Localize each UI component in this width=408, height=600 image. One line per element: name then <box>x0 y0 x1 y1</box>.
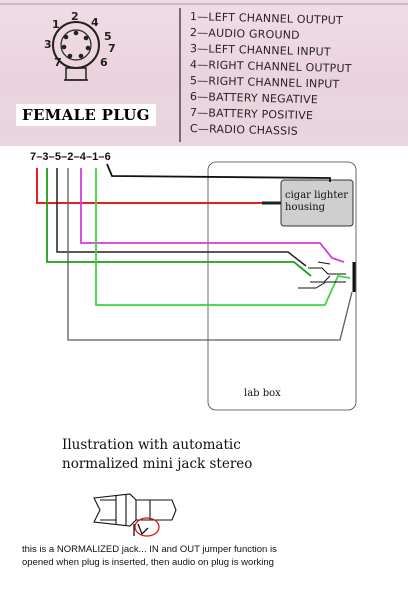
pin-number: 5 <box>104 30 112 43</box>
wire-pin5 <box>56 168 307 267</box>
pin-sequence-label: 7–3–5–2–4–1–6 <box>30 151 111 163</box>
housing-label: cigar lighter housing <box>285 190 349 213</box>
wire-pin1 <box>95 168 351 306</box>
pin-number: 6 <box>100 56 108 69</box>
title-line: Ilustration with automatic <box>62 437 241 453</box>
pin-number: 4 <box>91 16 99 29</box>
wire-pin7 <box>36 168 270 204</box>
lab-box-label: lab box <box>244 388 281 399</box>
mini-jack-illustration <box>93 493 177 537</box>
pin-number: 3 <box>44 38 52 51</box>
wire-pin3 <box>46 168 312 277</box>
title-line: normalized mini jack stereo <box>62 456 253 472</box>
note-line: opened when plug is inserted, then audio… <box>22 557 274 568</box>
connector-drawing <box>0 3 408 142</box>
normalized-jack-note: this is a NORMALIZED jack... IN and OUT … <box>22 543 398 569</box>
pin-number: 2 <box>71 10 79 23</box>
illustration-title: Ilustration with automatic normalized mi… <box>62 436 362 474</box>
wire-pin4 <box>67 168 353 341</box>
normalized-contact-marker <box>134 517 160 537</box>
pin-number: 7 <box>54 56 62 69</box>
note-line: this is a NORMALIZED jack... IN and OUT … <box>22 544 277 555</box>
wire-pin6 <box>106 163 331 182</box>
lab-box <box>207 161 357 411</box>
legend-panel: 2 1 3 7 6 4 5 7 FEMALE PLUG 1—LEFT CHANN… <box>0 0 408 146</box>
female-plug-label: FEMALE PLUG <box>16 104 156 126</box>
wire-pin2 <box>80 168 345 263</box>
pin-number: 7 <box>108 42 116 55</box>
jack-symbol <box>298 261 356 292</box>
pin-number: 1 <box>52 18 60 31</box>
